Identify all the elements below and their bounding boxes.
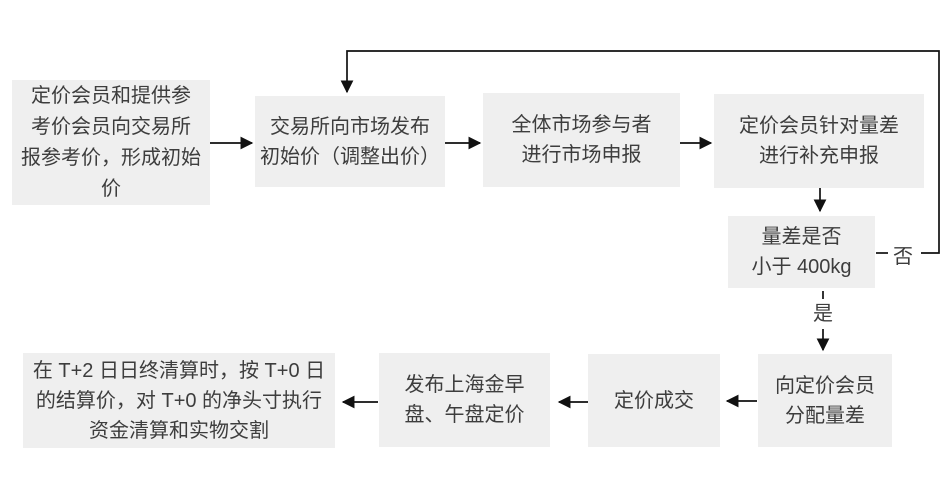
node-publish-initial-price: 交易所向市场发布 初始价（调整出价） [255,96,445,187]
node-market-declaration: 全体市场参与者 进行市场申报 [483,93,680,187]
node-supplementary-declaration: 定价会员针对量差 进行补充申报 [714,94,924,188]
branch-label-no: 否 [893,246,913,268]
node-publish-benchmark-price: 发布上海金早 盘、午盘定价 [379,353,550,447]
node-submit-reference-price: 定价会员和提供参 考价会员向交易所 报参考价，形成初始 价 [12,80,210,205]
node-price-deal: 定价成交 [588,354,720,447]
node-clearing-and-delivery: 在 T+2 日日终清算时，按 T+0 日 的结算价，对 T+0 的净头寸执行 资… [23,353,335,448]
node-volume-difference-check: 量差是否 小于 400kg [728,216,875,288]
node-allocate-volume-difference: 向定价会员 分配量差 [758,354,892,447]
branch-label-yes: 是 [813,303,833,325]
